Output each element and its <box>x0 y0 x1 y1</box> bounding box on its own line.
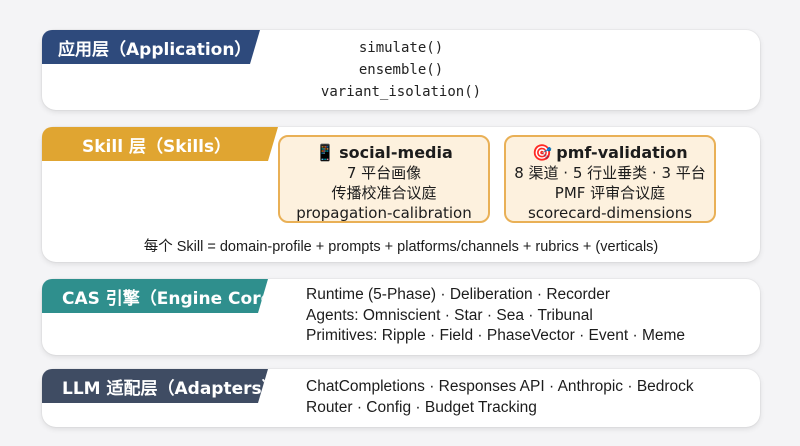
function-variant-isolation: variant_isolation() <box>320 84 482 100</box>
engine-components: Runtime (5-Phase) · Deliberation · Recor… <box>306 285 685 347</box>
phone-icon: 📱 <box>315 143 336 162</box>
skill-layer: Skill 层（Skills） 📱social-media 7 平台画像 传播校… <box>42 127 760 262</box>
adapter-line-apis: ChatCompletions · Responses API · Anthro… <box>306 378 694 395</box>
skill-layer-tag: Skill 层（Skills） <box>42 127 278 161</box>
engine-layer-tag: CAS 引擎（Engine Core） <box>42 279 268 313</box>
engine-line-primitives: Primitives: Ripple · Field · PhaseVector… <box>306 327 686 344</box>
skill-card-line: 8 渠道 · 5 行业垂类 · 3 平台 <box>514 164 706 182</box>
skill-card-line: propagation-calibration <box>296 204 472 222</box>
skill-card-name: social-media <box>339 143 453 162</box>
adapter-line-router: Router · Config · Budget Tracking <box>306 398 537 416</box>
skill-card-name: pmf-validation <box>556 143 688 162</box>
engine-line-agents: Agents: Omniscient · Star · Sea · Tribun… <box>306 306 593 324</box>
skill-card-line: 传播校准合议庭 <box>331 184 437 202</box>
skill-formula: 每个 Skill = domain-profile + prompts + pl… <box>143 239 659 255</box>
application-layer: 应用层（Application） simulate() ensemble() v… <box>42 30 760 110</box>
skill-card-title: 📱social-media <box>280 143 488 163</box>
adapter-layer-tag: LLM 适配层（Adapters） <box>42 369 268 403</box>
application-functions: simulate() ensemble() variant_isolation(… <box>42 37 760 103</box>
function-ensemble: ensemble() <box>358 62 444 78</box>
adapter-components: ChatCompletions · Responses API · Anthro… <box>306 377 694 418</box>
target-icon: 🎯 <box>532 143 553 162</box>
skill-card-line: 7 平台画像 <box>346 164 422 182</box>
engine-layer: CAS 引擎（Engine Core） Runtime (5-Phase) · … <box>42 279 760 355</box>
function-simulate: simulate() <box>358 40 444 56</box>
application-layer-tag: 应用层（Application） <box>42 30 260 64</box>
skill-card-line: scorecard-dimensions <box>527 204 693 222</box>
adapter-layer: LLM 适配层（Adapters） ChatCompletions · Resp… <box>42 369 760 427</box>
skill-card-social-media: 📱social-media 7 平台画像 传播校准合议庭 propagation… <box>278 135 490 223</box>
skill-card-title: 🎯pmf-validation <box>506 143 714 163</box>
skill-card-pmf-validation: 🎯pmf-validation 8 渠道 · 5 行业垂类 · 3 平台 PMF… <box>504 135 716 223</box>
skill-card-line: PMF 评审合议庭 <box>554 184 666 202</box>
engine-line-runtime: Runtime (5-Phase) · Deliberation · Recor… <box>306 286 611 303</box>
